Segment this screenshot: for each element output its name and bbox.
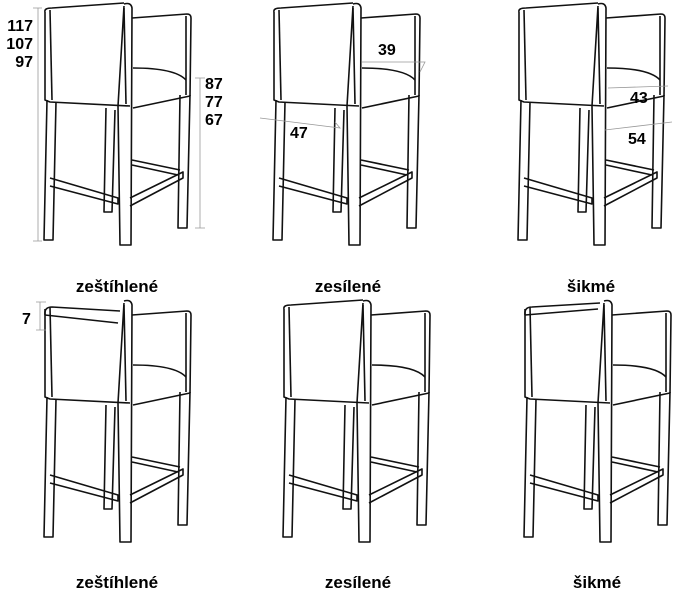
dim-107: 107 [6,36,33,53]
caption-top-middle: zesílené [314,277,382,296]
caption-bottom-left: zeštíhlené [75,573,159,592]
dim-67: 67 [205,112,223,129]
stool-bottom-2 [523,299,672,543]
dimension-line-width [259,117,341,129]
stool-top-0 [43,2,192,246]
dim-width: 47 [290,125,308,142]
caption-bottom-right: šikmé [572,573,622,592]
dimension-line-seat-depth [362,61,426,73]
caption-bottom-middle: zesílené [324,573,392,592]
dim-77: 77 [205,94,223,111]
stool-bottom-0 [43,299,192,543]
dimension-line-bevel [36,301,46,331]
dim-97: 97 [15,54,33,71]
dimension-line-total-height [33,7,42,242]
caption-top-right: šikmé [566,277,616,296]
dim-width-slanted: 54 [628,131,646,148]
dim-117: 117 [7,18,33,35]
dim-87: 87 [205,76,223,93]
dimension-line-width-slanted [604,121,673,131]
seat-height-labels: 87 77 67 [205,76,223,130]
dim-seat-depth-slanted: 43 [630,90,648,107]
dimension-line-seat-height [195,77,205,229]
stool-top-2 [517,2,666,246]
dim-seat-depth: 39 [378,42,396,59]
total-height-labels: 117 107 97 [3,18,33,72]
dim-bevel: 7 [22,311,31,328]
stool-top-1 [272,2,421,246]
caption-top-left: zeštíhlené [75,277,159,296]
stool-bottom-1 [282,299,431,543]
dimension-line-seat-depth-slanted [607,85,669,89]
